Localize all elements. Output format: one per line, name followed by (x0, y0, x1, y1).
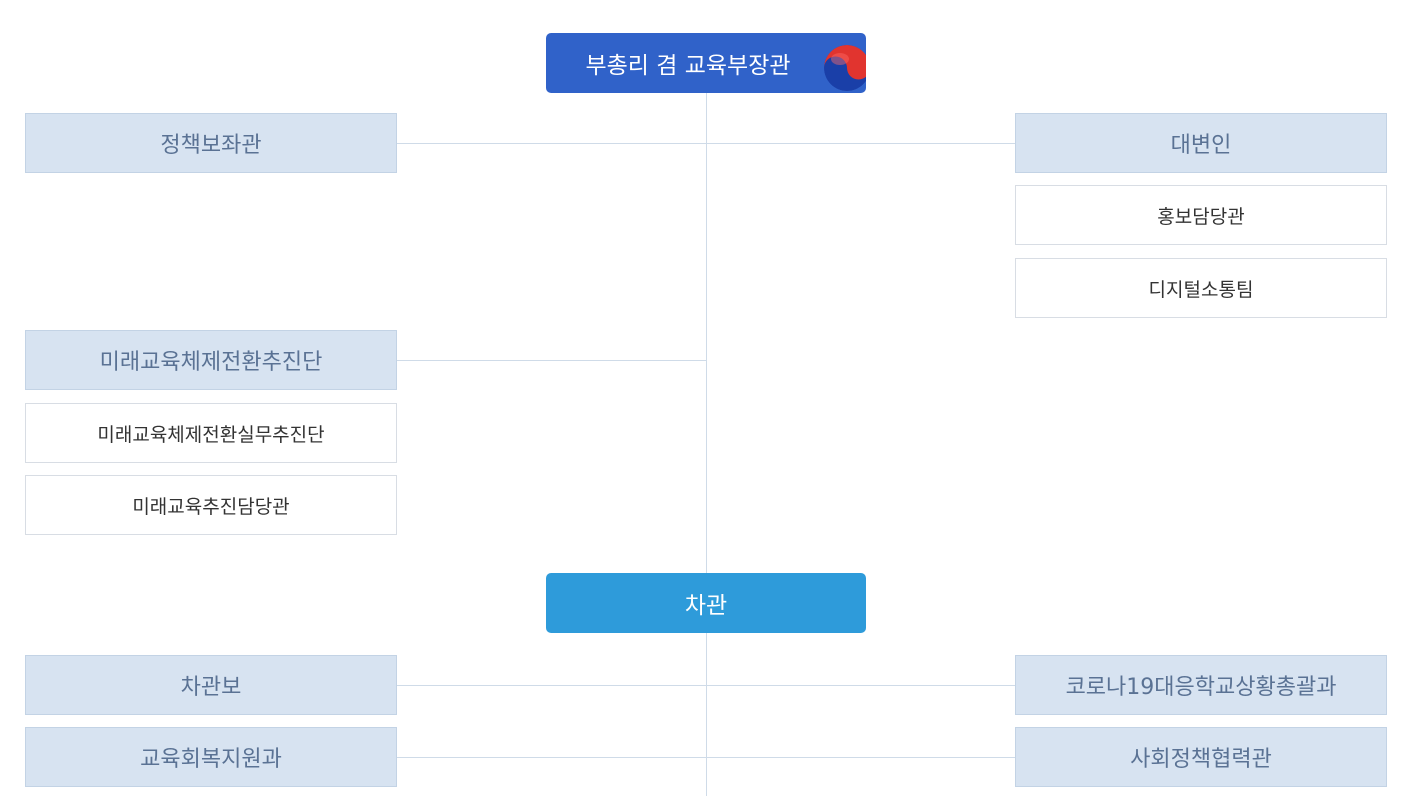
dept-assistant-minister[interactable]: 차관보 (25, 655, 397, 715)
connector-spokesperson (706, 143, 1015, 144)
dept-label: 미래교육체제전환추진단 (99, 350, 323, 375)
dept-label: 차관보 (180, 675, 242, 700)
connector-covid-response (706, 685, 1015, 686)
taegeuk-emblem-icon (824, 45, 866, 91)
dept-education-recovery-support[interactable]: 교육회복지원과 (25, 727, 397, 787)
vice-minister-box[interactable]: 차관 (546, 573, 866, 633)
dept-label: 코로나19대응학교상황총괄과 (1065, 675, 1337, 700)
dept-policy-advisor[interactable]: 정책보좌관 (25, 113, 397, 173)
minister-label: 부총리 겸 교육부장관 (585, 53, 791, 79)
dept-future-education-task-force[interactable]: 미래교육체제전환추진단 (25, 330, 397, 390)
vice-minister-label: 차관 (684, 593, 728, 619)
main-vertical-connector (706, 93, 707, 796)
subunit-future-education-officer[interactable]: 미래교육추진담당관 (25, 475, 397, 535)
dept-spokesperson[interactable]: 대변인 (1015, 113, 1387, 173)
dept-social-policy-cooperation[interactable]: 사회정책협력관 (1015, 727, 1387, 787)
connector-social-policy (706, 757, 1015, 758)
dept-label: 정책보좌관 (160, 133, 262, 158)
subunit-digital-communication-team[interactable]: 디지털소통팀 (1015, 258, 1387, 318)
subunit-label: 미래교육체제전환실무추진단 (97, 423, 325, 446)
connector-education-recovery (397, 757, 706, 758)
dept-label: 대변인 (1170, 133, 1232, 158)
connector-future-education (397, 360, 706, 361)
minister-box[interactable]: 부총리 겸 교육부장관 (546, 33, 866, 93)
dept-label: 사회정책협력관 (1130, 747, 1272, 772)
dept-label: 교육회복지원과 (140, 747, 282, 772)
subunit-label: 디지털소통팀 (1148, 278, 1254, 301)
subunit-future-education-working-group[interactable]: 미래교육체제전환실무추진단 (25, 403, 397, 463)
dept-covid19-school-response[interactable]: 코로나19대응학교상황총괄과 (1015, 655, 1387, 715)
subunit-public-relations-officer[interactable]: 홍보담당관 (1015, 185, 1387, 245)
connector-policy-advisor (397, 143, 706, 144)
subunit-label: 홍보담당관 (1157, 205, 1245, 228)
connector-assistant-minister (397, 685, 706, 686)
subunit-label: 미래교육추진담당관 (132, 495, 290, 518)
